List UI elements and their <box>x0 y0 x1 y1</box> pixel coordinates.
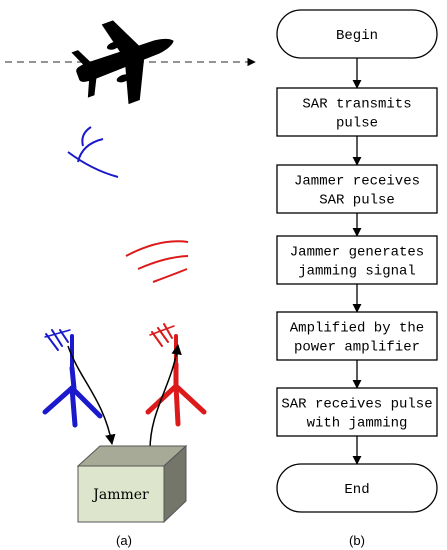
process-box <box>276 387 438 437</box>
transmit-arrow <box>149 343 182 451</box>
flow-end-node: End <box>276 463 438 513</box>
flow-step-text: End <box>344 482 369 498</box>
flow-step-text: SAR pulse <box>319 193 395 209</box>
panel-b-caption: (b) <box>349 533 365 548</box>
process-box <box>276 311 438 361</box>
receive-antenna <box>42 329 103 428</box>
receive-arrow <box>67 345 116 446</box>
flow-start-node: Begin <box>276 9 438 59</box>
flow-process-node: Jammer generates jamming signal <box>276 235 438 285</box>
process-box <box>276 87 438 137</box>
terminal-shape <box>276 463 438 513</box>
flow-step-text: pulse <box>336 116 378 132</box>
flow-step-text: jamming signal <box>298 264 416 280</box>
flow-step-text: Jammer generates <box>290 245 424 261</box>
panel-a: Jammer (a) <box>5 20 256 548</box>
flow-step-text: with jamming <box>307 416 408 432</box>
incoming-signal-waves <box>67 126 119 178</box>
jammer-box: Jammer <box>76 444 188 524</box>
jamming-signal-waves <box>125 240 189 283</box>
flow-process-node: SAR receives pulse with jamming <box>276 387 438 437</box>
transmit-antenna <box>145 323 207 427</box>
flow-step-text: SAR receives pulse <box>281 397 432 413</box>
flow-step-text: Jammer receives <box>294 174 420 190</box>
flow-step-text: power amplifier <box>294 340 420 356</box>
airplane-icon <box>71 20 174 105</box>
panel-a-caption: (a) <box>116 533 132 548</box>
terminal-shape <box>276 9 438 59</box>
flow-process-node: Amplified by the power amplifier <box>276 311 438 361</box>
process-box <box>276 164 438 214</box>
flow-process-node: SAR transmits pulse <box>276 87 438 137</box>
flow-step-text: Amplified by the <box>290 321 424 337</box>
process-box <box>276 235 438 285</box>
flow-step-text: Begin <box>336 28 378 44</box>
jammer-label: Jammer <box>91 487 149 503</box>
flow-step-text: SAR transmits <box>302 97 411 113</box>
jammer-box-front <box>77 465 165 523</box>
